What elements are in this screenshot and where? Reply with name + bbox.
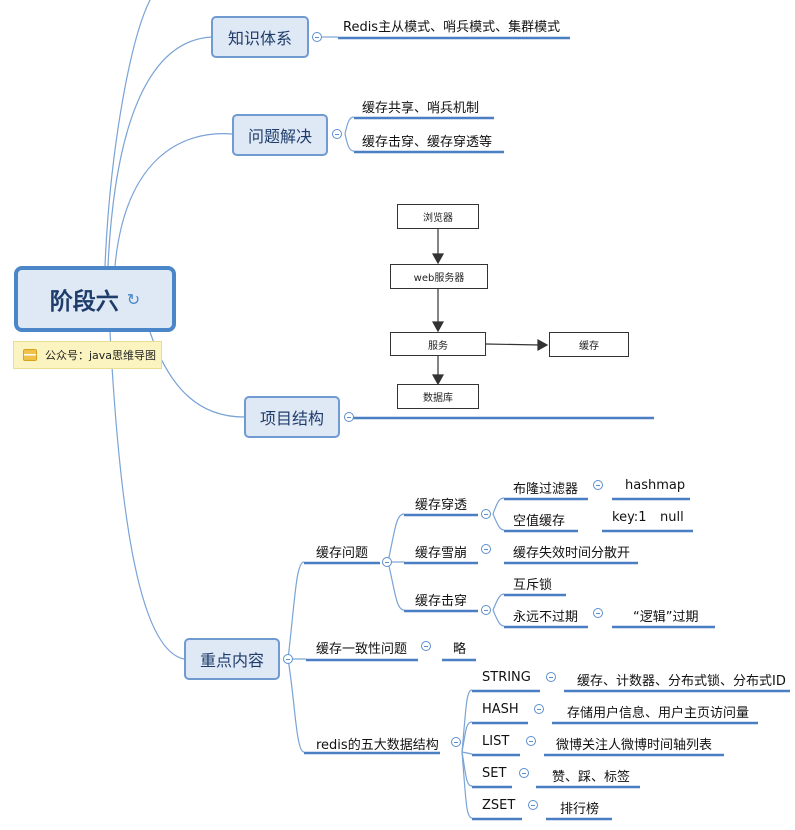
note-icon [23,349,37,361]
problems-item: 缓存共享、哨兵机制 [362,101,480,116]
breakdown-label: 缓存击穿 [415,594,468,609]
structure-name: STRING [482,670,531,685]
collapse-icon[interactable] [593,608,603,618]
null-value-label: null [660,510,684,525]
structures-label: redis的五大数据结构 [316,738,439,753]
structure-desc: 存储用户信息、用户主页访问量 [567,706,750,721]
cache-issues-label: 缓存问题 [316,546,369,561]
root-note: 公众号：java思维导图 [13,341,162,369]
avalanche-detail: 缓存失效时间分散开 [513,546,631,561]
flow-browser: 浏览器 [397,204,479,229]
collapse-icon[interactable] [546,672,556,682]
key-value-label: key:1 [612,510,647,525]
root-title: 阶段六 [49,289,119,315]
structure-desc: 微博关注人微博时间轴列表 [556,738,713,753]
flow-cache: 缓存 [549,332,629,357]
penetration-label: 缓存穿透 [415,498,468,513]
collapse-icon[interactable] [528,800,538,810]
topic-knowledge-label: 知识体系 [227,29,292,48]
bloom-filter-label: 布隆过滤器 [513,482,579,497]
topic-knowledge[interactable]: 知识体系 [211,16,309,58]
collapse-icon[interactable] [382,557,392,567]
collapse-icon[interactable] [481,544,491,554]
collapse-icon[interactable] [332,129,342,139]
problems-item: 缓存击穿、缓存穿透等 [362,135,493,150]
structure-name: LIST [482,734,510,749]
mutex-label: 互斥锁 [513,578,553,593]
flow-web-server: web服务器 [390,264,488,289]
structure-name: SET [482,766,507,781]
flow-database: 数据库 [397,384,479,409]
collapse-icon[interactable] [312,32,322,42]
structure-desc: 排行榜 [560,802,600,817]
collapse-icon[interactable] [481,605,491,615]
consistency-label: 缓存一致性问题 [316,642,408,657]
collapse-icon[interactable] [344,412,354,422]
collapse-icon[interactable] [283,654,293,664]
collapse-icon[interactable] [451,737,461,747]
logical-expire-label: “逻辑”过期 [633,610,699,625]
topic-problems[interactable]: 问题解决 [232,114,328,156]
topic-key-content-label: 重点内容 [199,651,264,670]
flow-service: 服务 [390,332,486,356]
structure-desc: 缓存、计数器、分布式锁、分布式ID [577,674,786,689]
structure-desc: 赞、踩、标签 [552,770,631,785]
note-text: 公众号：java思维导图 [45,349,157,362]
knowledge-item: Redis主从模式、哨兵模式、集群模式 [343,20,561,35]
collapse-icon[interactable] [421,641,431,651]
never-expire-label: 永远不过期 [513,610,579,625]
topic-structure[interactable]: 项目结构 [244,396,340,438]
collapse-icon[interactable] [519,768,529,778]
structure-name: HASH [482,702,519,717]
collapse-icon[interactable] [534,704,544,714]
topic-structure-label: 项目结构 [259,409,324,428]
root-topic[interactable]: 阶段六 ↻ [14,266,176,332]
structure-name: ZSET [482,798,516,813]
collapse-icon[interactable] [481,509,491,519]
avalanche-label: 缓存雪崩 [415,546,468,561]
refresh-icon: ↻ [126,289,141,309]
consistency-detail: 略 [453,642,467,657]
topic-key-content[interactable]: 重点内容 [184,638,280,680]
hashmap-label: hashmap [625,478,686,493]
collapse-icon[interactable] [526,736,536,746]
topic-problems-label: 问题解决 [247,127,312,146]
collapse-icon[interactable] [593,480,603,490]
null-cache-label: 空值缓存 [513,514,566,529]
